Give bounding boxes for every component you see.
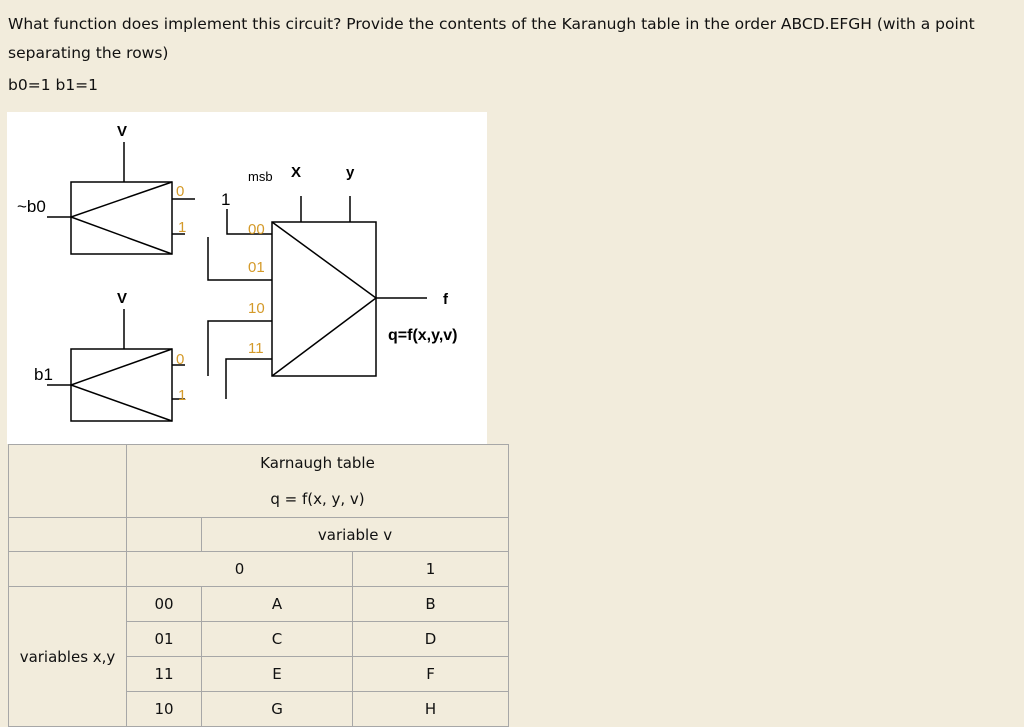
table-title-row: Karnaugh table q = f(x, y, v): [8, 444, 510, 518]
v-label-mid: V: [117, 290, 127, 307]
blank-cell: [126, 517, 202, 552]
main-mux-triangle: [271, 221, 378, 377]
xy-value: 11: [126, 656, 202, 692]
blank-cell: [8, 517, 127, 552]
mux-1-triangle: [68, 181, 173, 255]
mux-1-out-wire: [207, 237, 272, 281]
question-text: What function does implement this circui…: [8, 10, 1008, 68]
mux-2-in1: 1: [178, 387, 186, 404]
cell-v0: C: [201, 621, 353, 657]
cell-v0: E: [201, 656, 353, 692]
cell-v1: F: [351, 656, 510, 692]
const-one-label: 1: [221, 190, 230, 209]
mux-2-in0: 0: [176, 351, 184, 368]
mux-2-triangle: [68, 348, 173, 422]
table-title-cell: Karnaugh table q = f(x, y, v): [125, 444, 510, 518]
mux-2-out-wire: [207, 320, 272, 376]
variable-v-row: variable v: [8, 517, 510, 552]
v1-header: 1: [351, 551, 510, 587]
variables-xy-label: variables x,y: [8, 586, 127, 727]
mux-2-out-wire-b: [225, 358, 272, 399]
xy-value: 10: [126, 691, 202, 727]
msb-label: msb: [248, 169, 273, 184]
mux-1: [70, 181, 173, 255]
karnaugh-table: Karnaugh table q = f(x, y, v) variable v…: [8, 444, 510, 727]
q-expression: q=f(x,y,v): [388, 327, 458, 344]
v-values-row: 0 1: [8, 551, 510, 587]
table-subtitle: q = f(x, y, v): [270, 490, 365, 508]
circuit-svg: V V ~b0 b1 1 msb X y f q=f(x,y,v) 0 1 0 …: [17, 123, 458, 422]
question-line-1: What function does implement this circui…: [8, 15, 975, 33]
x-label: X: [291, 164, 301, 181]
xy-value: 01: [126, 621, 202, 657]
circuit-diagram: V V ~b0 b1 1 msb X y f q=f(x,y,v) 0 1 0 …: [7, 112, 487, 444]
v0-header: 0: [126, 551, 353, 587]
table-row: 01 C D: [9, 621, 510, 657]
variable-v-header: variable v: [200, 517, 510, 552]
cell-v0: G: [201, 691, 353, 727]
main-mux-in00: 00: [248, 221, 265, 238]
cell-v1: H: [351, 691, 510, 727]
y-label: y: [346, 164, 355, 181]
question-line-2: separating the rows): [8, 44, 169, 62]
f-label: f: [443, 291, 449, 308]
blank-cell: [8, 444, 127, 518]
main-mux-in10: 10: [248, 300, 265, 317]
cell-v1: B: [351, 586, 510, 622]
blank-cell: [8, 551, 127, 587]
cell-v1: D: [351, 621, 510, 657]
const-one-wire: [226, 209, 272, 235]
main-mux-in01: 01: [248, 259, 265, 276]
table-title: Karnaugh table: [260, 454, 375, 472]
main-mux-in11: 11: [248, 340, 264, 357]
b1-label: b1: [34, 365, 53, 384]
not-b0-label: ~b0: [17, 197, 46, 216]
v-label-top: V: [117, 123, 127, 140]
main-mux: [271, 221, 377, 377]
cell-v0: A: [201, 586, 353, 622]
mux-1-in0: 0: [176, 183, 184, 200]
table-row: variables x,y 00 A B: [8, 586, 510, 727]
mux-1-in1: 1: [178, 219, 186, 236]
b-values: b0=1 b1=1: [8, 76, 99, 94]
mux-2: [70, 348, 173, 422]
xy-value: 00: [126, 586, 202, 622]
